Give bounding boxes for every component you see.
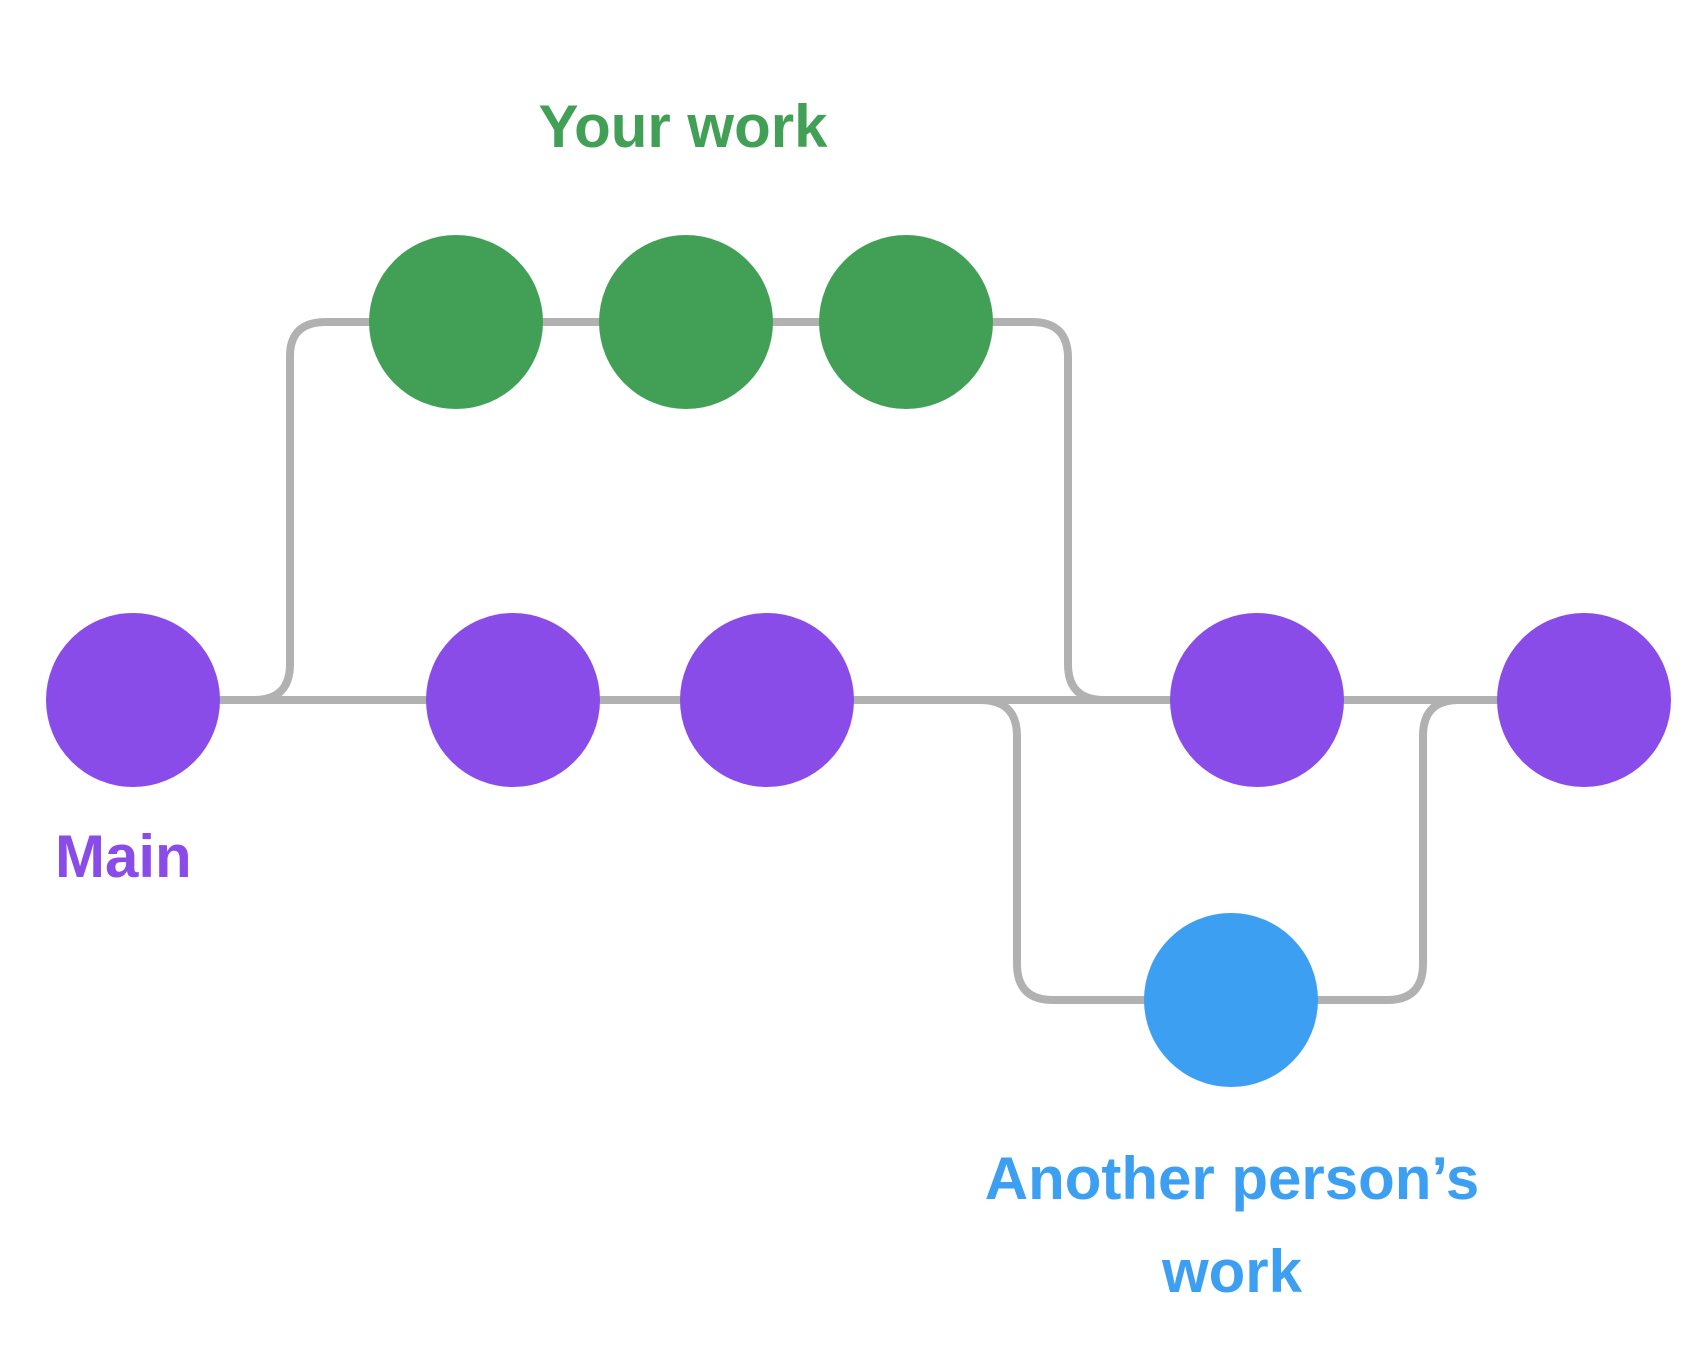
your-work-label: Your work <box>538 93 828 160</box>
another-person-merge-line <box>1291 696 1484 1004</box>
main-commit-4 <box>1170 613 1344 787</box>
another-person-commit-1 <box>1144 913 1318 1087</box>
another-person-label: Another person’s work <box>984 1145 1480 1305</box>
your-work-merge-line <box>951 318 1129 704</box>
main-branch-label: Main <box>55 823 192 890</box>
main-commit-1 <box>46 613 220 787</box>
your-work-branch-out-line <box>250 318 399 704</box>
your-work-commit-2 <box>599 235 773 409</box>
main-commit-5 <box>1497 613 1671 787</box>
your-work-commit-1 <box>369 235 543 409</box>
main-commit-3 <box>680 613 854 787</box>
your-work-commit-3 <box>819 235 993 409</box>
another-person-branch-out-line <box>976 696 1169 1004</box>
main-commit-2 <box>426 613 600 787</box>
